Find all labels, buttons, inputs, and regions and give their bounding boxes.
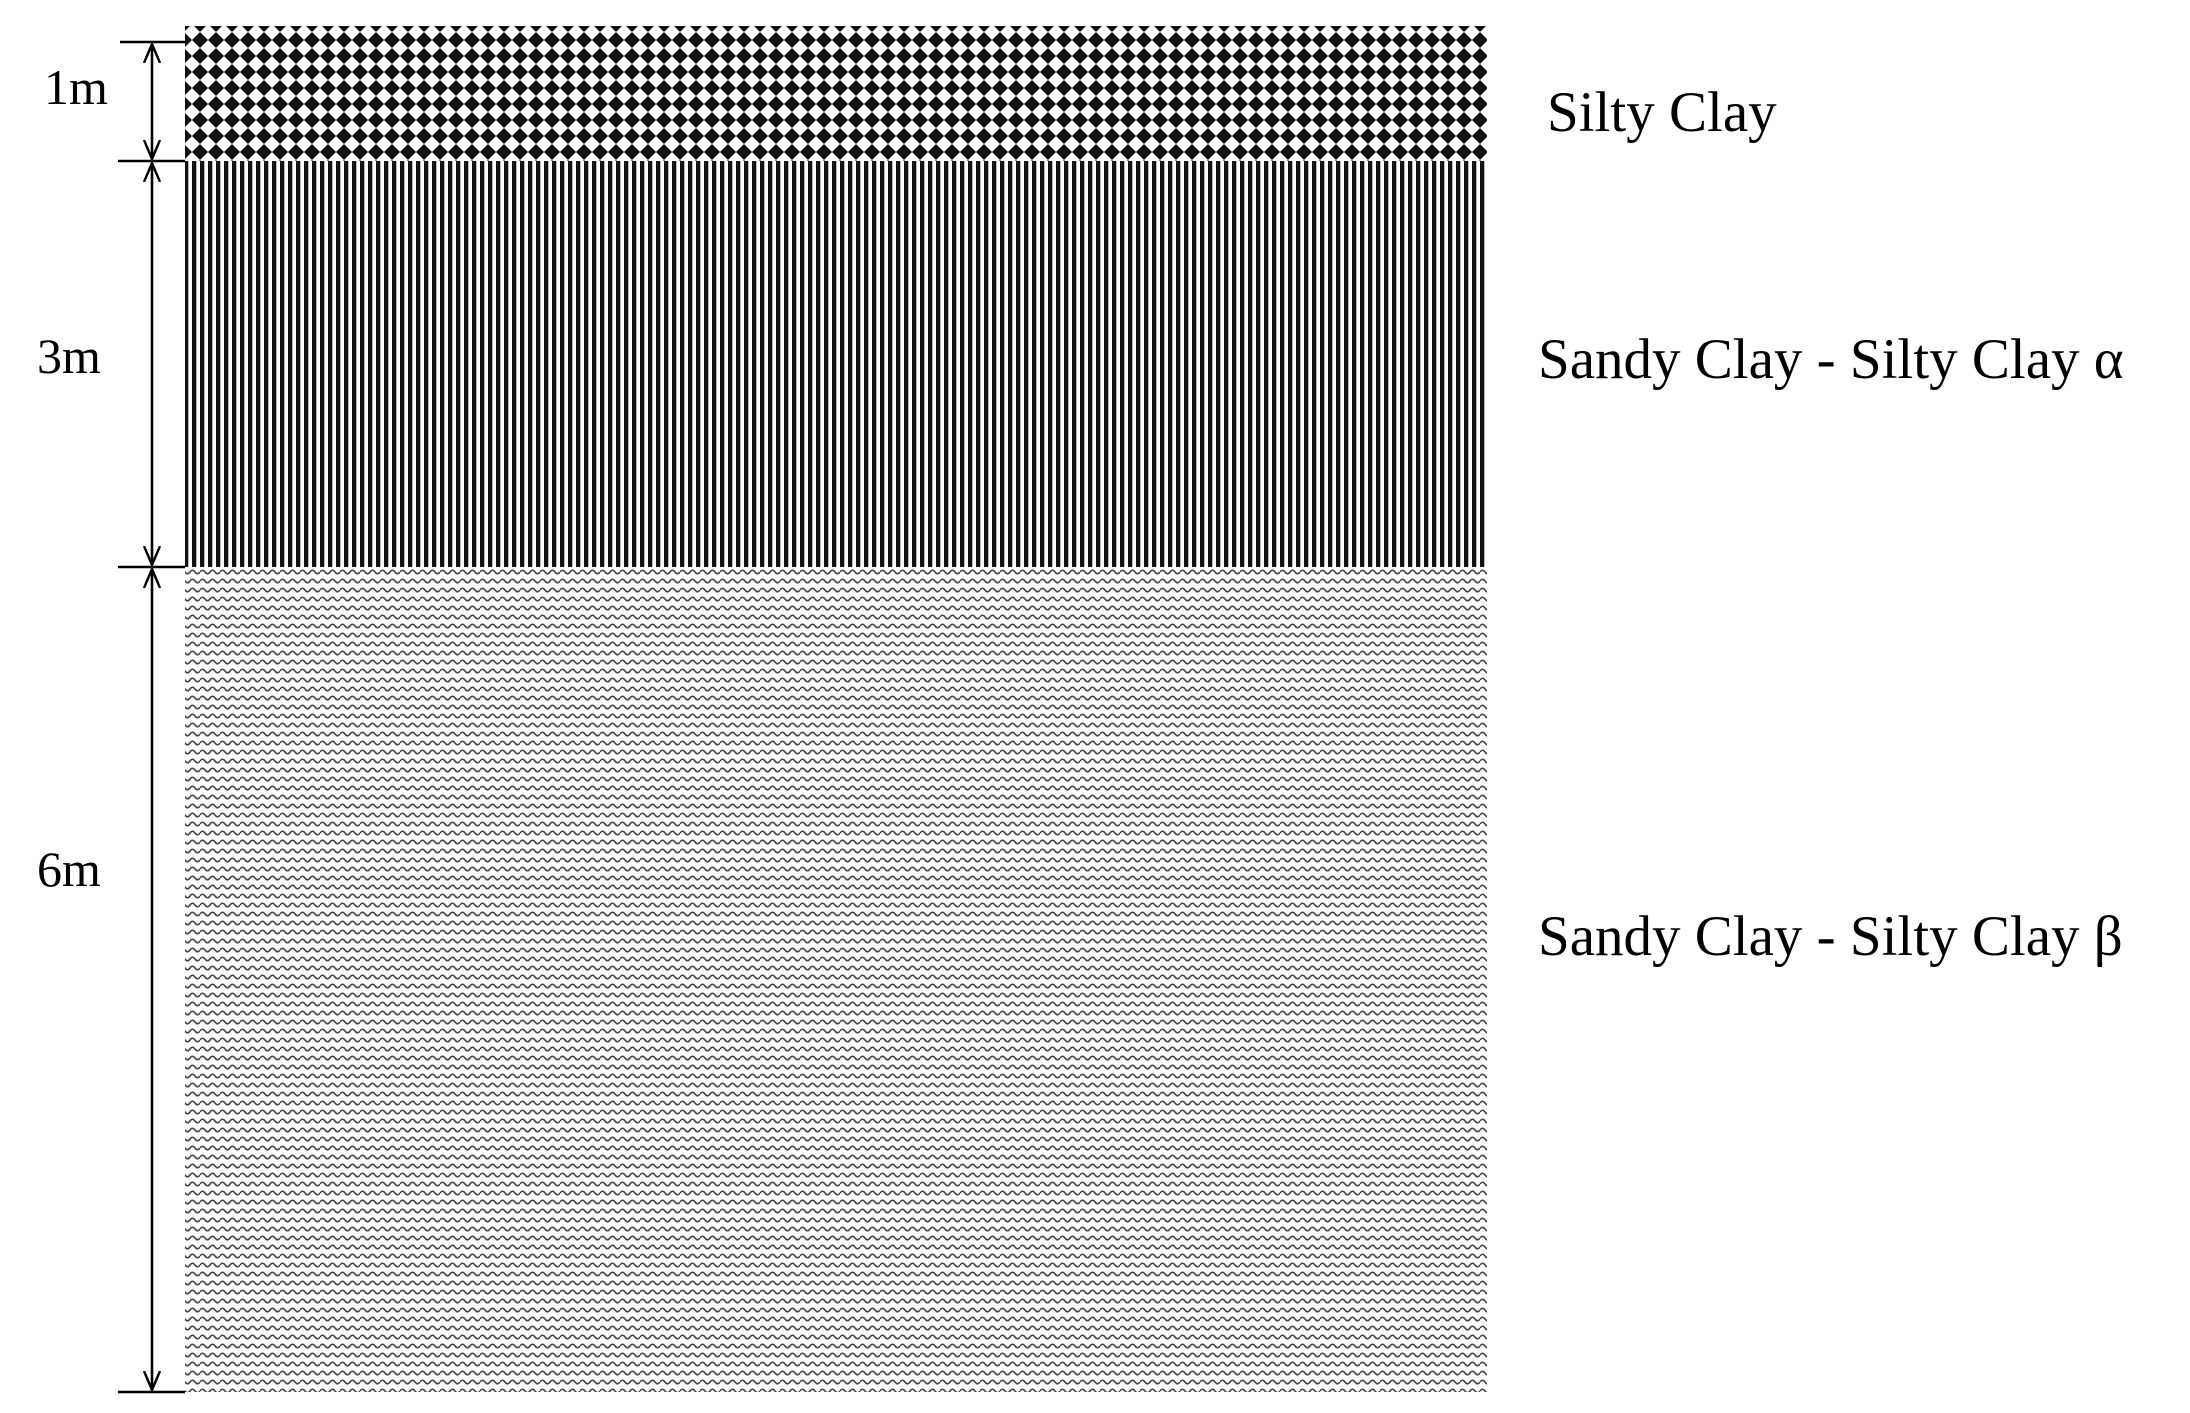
thickness-label-1m: 1m [44,59,108,115]
layer-name-sandy-clay-alpha: Sandy Clay - Silty Clay α [1538,328,2124,391]
layer-sandy-clay-beta-fill [185,567,1487,1392]
dimension-ticks [118,40,185,1394]
layer-name-silty-clay: Silty Clay [1547,81,1777,144]
layer-sandy-clay-alpha-fill [185,161,1487,567]
layer-silty-clay-fill [185,26,1487,161]
thickness-label-6m: 6m [37,841,101,897]
thickness-label-3m: 3m [37,328,101,384]
layer-name-sandy-clay-beta: Sandy Clay - Silty Clay β [1538,905,2123,968]
